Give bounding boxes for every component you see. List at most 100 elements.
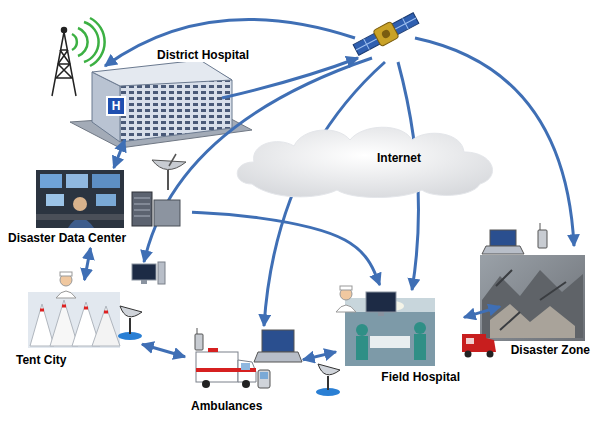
illustration-part [258,370,270,388]
illustration-part [254,352,302,362]
illustration-part [60,272,72,276]
illustration-part [141,280,147,284]
illustration-part [480,255,585,341]
fire-truck [462,334,496,358]
illustration-part [482,270,583,338]
tent-city-photo [28,292,120,348]
illustration-part [465,351,472,358]
doctor-icon [336,286,356,312]
connector-arrow [192,212,380,285]
illustration-part [208,348,218,352]
illustration-part [40,174,62,188]
illustration-part [78,28,88,56]
connector-arrow [142,344,185,357]
illustration-part [73,197,87,211]
satellite-dish [316,364,340,396]
illustration-part [462,334,486,352]
illustration-part [132,192,152,226]
laptop [482,230,524,254]
disaster-zone-photo [480,255,585,341]
node-label: Tent City [15,353,67,367]
radio-tower [52,28,76,97]
illustration-part [169,154,176,166]
illustration-part [356,324,368,336]
illustration-part [158,262,165,284]
illustration-part [96,194,116,206]
place-node: Disaster Zone [500,225,594,360]
ambulance [196,348,256,388]
place-node: District Hospital [38,22,258,140]
illustration-part [56,50,72,78]
place-node: Tent City [10,280,142,370]
illustration-part [241,363,250,370]
illustration-part [242,380,250,388]
node-label: Disaster Data Center [7,231,127,245]
illustration-part [260,372,268,379]
radio-waves [72,18,105,66]
illustration-part [466,338,474,344]
connector-arrow [114,140,125,168]
illustration-part [366,292,396,312]
illustration-part [327,376,329,390]
illustration-part [62,28,67,33]
illustration-part [202,380,210,388]
connector-arrow [303,352,336,360]
illustration-part [92,60,232,86]
connector-arrow [464,307,500,318]
satellite-dish [118,306,142,340]
place-node: Ambulances [185,328,303,420]
cloud-shape [232,122,504,200]
illustration-part [370,336,410,348]
illustration-part [167,170,169,190]
illustration-part [195,334,203,350]
illustration-part [105,19,355,66]
illustration-part [40,306,108,312]
illustration-part [84,22,99,62]
illustration-part [197,328,198,334]
illustration-part [66,174,88,188]
illustration-part [496,270,566,330]
illustration-part [356,336,368,360]
illustration-part [490,230,516,246]
illustration-part [46,194,64,206]
hospital-sign-letter: H [108,98,124,114]
monitor [366,292,396,316]
node-label: District Hospital [156,48,250,62]
illustration-part [373,21,399,46]
illustration-part [378,312,384,316]
illustration-part [414,334,426,360]
connector-arrow [84,248,90,280]
illustration-part [92,174,120,188]
illustration-part [336,305,356,312]
mobile-phone [538,223,547,248]
illustration-part [28,292,120,348]
illustration-part [56,291,76,298]
satellite [352,10,420,58]
cloud-outline [237,127,492,197]
illustration-part [540,223,541,230]
desktop-computer [132,262,165,284]
illustration-part [381,29,392,40]
illustration-part [262,330,294,352]
place-node: Field Hospital [336,285,464,388]
illustration-part [538,230,547,248]
illustration-part [36,170,124,228]
illustration-part [340,286,352,290]
illustration-part [353,13,419,56]
illustration-part [318,364,340,375]
cloud-node: Internet [232,122,504,200]
illustration-part [154,200,180,226]
illustration-part [196,352,238,382]
laptop [254,330,302,362]
illustration-part [106,96,126,116]
data-center-photo [36,170,124,228]
doctor-icon [56,272,76,298]
node-label: Field Hospital [380,370,461,384]
server-and-dish [132,154,186,226]
illustration-part [72,34,77,50]
illustration-part [129,318,131,334]
illustration-part [487,351,494,358]
place-node: Disaster Data Center [4,168,192,248]
